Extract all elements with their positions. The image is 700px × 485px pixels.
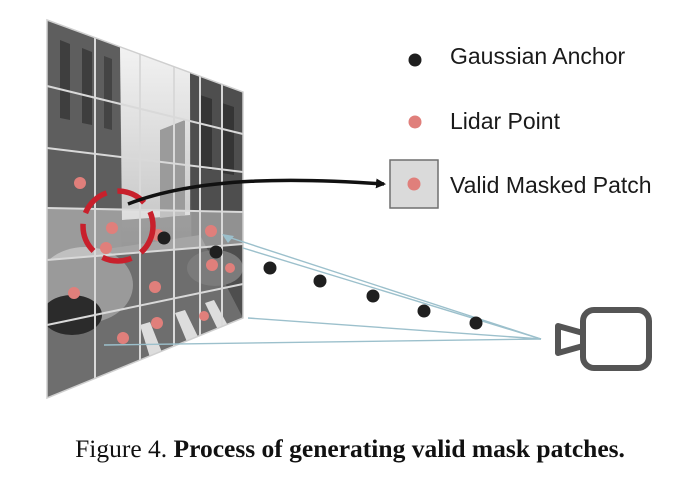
lidar-point <box>68 287 80 299</box>
gaussian-anchor <box>417 304 431 318</box>
figure-caption: Figure 4. Process of generating valid ma… <box>0 434 700 464</box>
ray-arrow-head <box>222 234 234 243</box>
lidar-point <box>199 311 209 321</box>
camera-icon <box>555 307 652 371</box>
gaussian-anchor <box>366 289 380 303</box>
gaussian-anchor-legend-marker <box>408 53 422 67</box>
lidar-point <box>225 263 235 273</box>
lidar-point <box>74 177 86 189</box>
patch-swatch-lidar-point <box>407 177 421 191</box>
lidar-points <box>68 177 235 344</box>
legend-valid-masked-patch-label: Valid Masked Patch <box>450 172 652 198</box>
gaussian-anchor <box>209 245 223 259</box>
arrow-right-icon <box>127 178 386 206</box>
gaussian-anchor <box>263 261 277 275</box>
lidar-point <box>151 317 163 329</box>
lidar-point <box>100 242 112 254</box>
patch-grid <box>46 37 244 379</box>
gaussian-anchors <box>157 231 483 330</box>
legend-lidar-point-label: Lidar Point <box>450 108 560 134</box>
lidar-point <box>206 259 218 271</box>
lidar-point <box>117 332 129 344</box>
selected-patch-ring <box>80 188 156 264</box>
figure-caption-prefix: Figure 4. <box>75 434 174 463</box>
gaussian-anchor <box>157 231 171 245</box>
legend-gaussian-anchor-label: Gaussian Anchor <box>450 43 626 69</box>
panel-frame <box>46 18 244 400</box>
gaussian-anchor <box>469 316 483 330</box>
camera-rays <box>103 236 542 346</box>
lidar-point <box>205 225 217 237</box>
gaussian-anchor <box>313 274 327 288</box>
lidar-point <box>106 222 118 234</box>
lidar-point-legend-marker <box>408 115 422 129</box>
figure-caption-title: Process of generating valid mask patches… <box>173 434 625 463</box>
lidar-point <box>149 281 161 293</box>
